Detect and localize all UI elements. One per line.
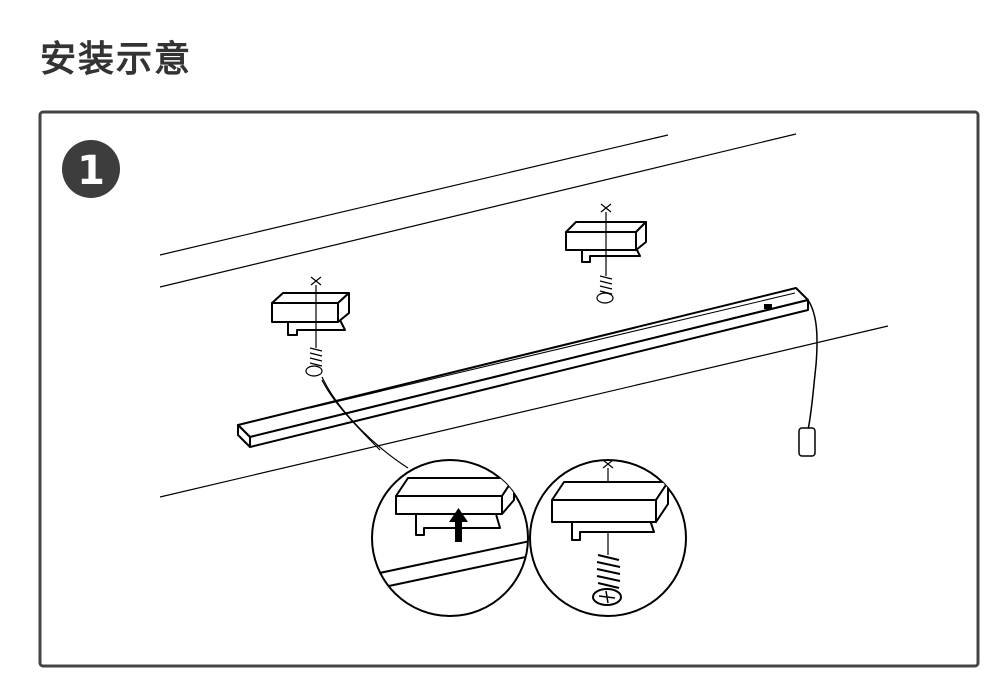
detail-screw-circle	[529, 459, 687, 617]
zoom-callout-lines	[321, 376, 409, 469]
led-light-bar	[237, 287, 809, 448]
up-arrow-icon	[449, 508, 468, 542]
screw-left	[305, 276, 323, 377]
cable-plug	[798, 427, 816, 457]
step-badge: 1	[62, 140, 120, 198]
diagram-frame	[38, 110, 980, 668]
ceiling-lines	[159, 133, 889, 498]
screw-right	[596, 203, 614, 304]
detail-clip-circle	[371, 459, 529, 617]
page-title: 安装示意	[40, 39, 193, 80]
power-cable	[807, 299, 818, 431]
mounting-clip-left	[271, 292, 350, 336]
step-number: 1	[77, 148, 105, 194]
circled-number-icon	[62, 140, 120, 198]
